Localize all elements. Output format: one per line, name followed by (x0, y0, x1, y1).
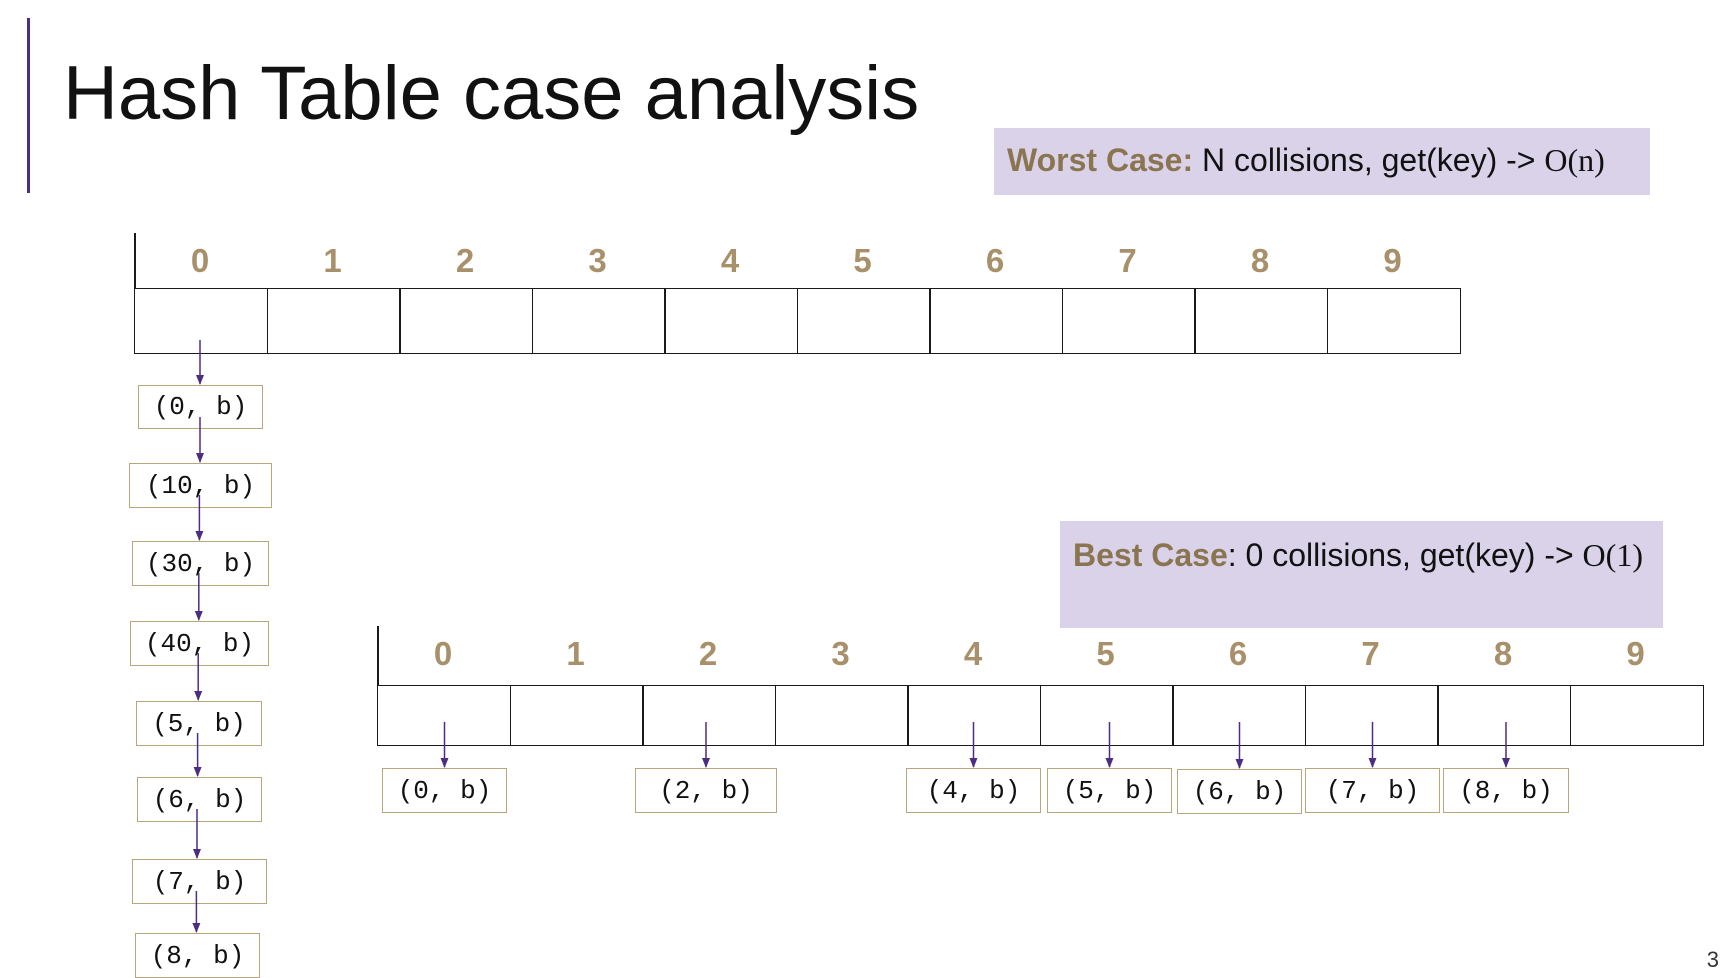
bucket-cell (664, 288, 798, 354)
bucket-cell (1172, 685, 1306, 746)
chain-node: (40, b) (130, 621, 269, 666)
table-edge-line (134, 233, 136, 289)
bucket-cell (929, 288, 1063, 354)
bucket-entry: (6, b) (1177, 769, 1302, 814)
bucket-index: 7 (1361, 635, 1380, 672)
bucket-index: 0 (433, 635, 453, 672)
bucket-cell (399, 288, 533, 354)
bucket-index: 3 (588, 242, 607, 279)
bucket-entry: (2, b) (635, 768, 777, 813)
bucket-index: 5 (1096, 635, 1115, 672)
bucket-cell (1437, 685, 1571, 746)
bucket-index: 9 (1626, 635, 1645, 672)
bucket-cell (1061, 288, 1196, 354)
bucket-index: 0 (190, 242, 210, 279)
bucket-entry: (5, b) (1047, 768, 1172, 813)
bucket-index: 6 (985, 242, 1005, 279)
bucket-index: 4 (963, 635, 983, 672)
bucket-cell (796, 288, 931, 354)
table-edge-line (377, 626, 379, 686)
bucket-index: 4 (720, 242, 740, 279)
bucket-cell (1326, 288, 1461, 354)
best-case-label: Best Case (1073, 537, 1228, 573)
bucket-cell (377, 685, 511, 746)
bucket-index: 8 (1250, 242, 1270, 279)
bucket-cell (1569, 685, 1704, 746)
worst-case-text: N collisions, get(key) -> (1193, 142, 1545, 178)
bucket-cell (134, 288, 268, 354)
bucket-index: 3 (831, 635, 850, 672)
bucket-cell (1304, 685, 1439, 746)
bucket-index: 1 (566, 635, 585, 672)
bucket-index: 2 (698, 635, 718, 672)
bucket-entry: (4, b) (906, 768, 1041, 813)
best-case-callout: Best Case: 0 collisions, get(key) -> O(1… (1060, 521, 1663, 628)
bucket-index: 8 (1493, 635, 1513, 672)
bucket-index: 9 (1383, 242, 1402, 279)
slide-title: Hash Table case analysis (63, 51, 920, 136)
bucket-cell (266, 288, 401, 354)
bucket-entry: (0, b) (382, 768, 507, 813)
bucket-index: 1 (323, 242, 342, 279)
chain-node: (6, b) (137, 777, 262, 822)
bucket-index: 5 (853, 242, 872, 279)
bucket-index: 6 (1228, 635, 1248, 672)
bucket-cell (531, 288, 666, 354)
chain-node: (7, b) (132, 859, 267, 904)
page-number: 3 (1706, 947, 1719, 972)
bucket-cell (907, 685, 1041, 746)
bucket-cell (1039, 685, 1174, 746)
bucket-entry: (7, b) (1305, 768, 1440, 813)
worst-case-complexity: O(n) (1544, 142, 1605, 178)
worst-case-label: Worst Case: (1007, 142, 1194, 178)
bucket-index: 7 (1118, 242, 1137, 279)
worst-case-callout: Worst Case: N collisions, get(key) -> O(… (994, 128, 1650, 195)
best-case-complexity: O(1) (1582, 537, 1643, 573)
chain-node: (8, b) (135, 933, 260, 978)
accent-bar (27, 18, 30, 193)
bucket-index: 2 (455, 242, 475, 279)
bucket-entry: (8, b) (1443, 768, 1569, 813)
bucket-cell (774, 685, 909, 746)
bucket-cell (509, 685, 644, 746)
best-case-text: : 0 collisions, get(key) -> (1227, 537, 1583, 573)
chain-node: (0, b) (138, 385, 263, 429)
chain-node: (30, b) (132, 541, 269, 586)
chain-node: (10, b) (129, 463, 272, 508)
bucket-cell (642, 685, 776, 746)
bucket-cell (1194, 288, 1328, 354)
chain-node: (5, b) (136, 701, 262, 746)
